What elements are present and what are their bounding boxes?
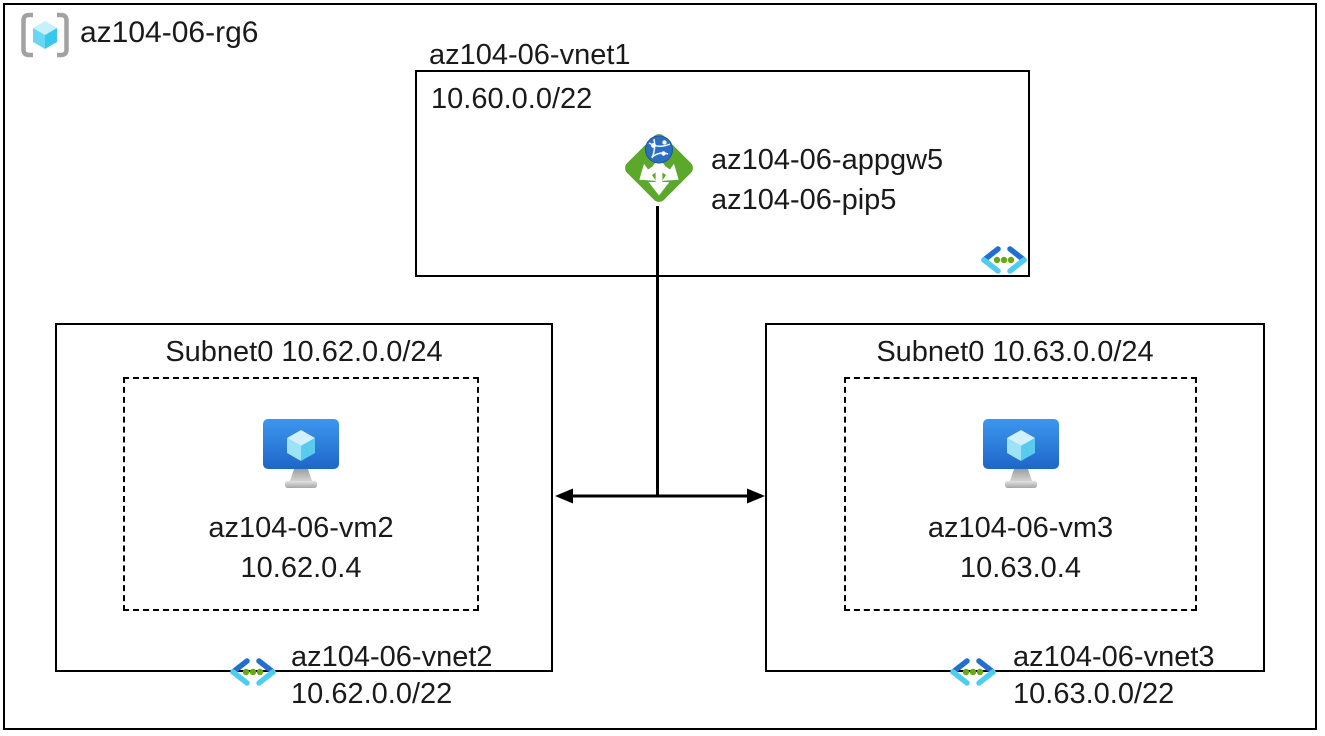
subnet-right-dashed-box: az104-06-vm3 10.63.0.4 xyxy=(844,377,1197,611)
subnet-left-dashed-box: az104-06-vm2 10.62.0.4 xyxy=(123,377,479,611)
application-gateway-icon xyxy=(619,128,699,208)
resource-group-icon xyxy=(20,12,70,58)
virtual-network-icon xyxy=(227,656,279,688)
connector-double-arrow xyxy=(555,488,765,504)
vnet2-cidr: 10.62.0.0/22 xyxy=(291,678,453,710)
appgw-label: az104-06-appgw5 xyxy=(711,144,944,176)
virtual-machine-icon xyxy=(982,419,1060,489)
subnet-left-header: Subnet0 10.62.0.0/24 xyxy=(165,336,443,368)
resource-group-label: az104-06-rg6 xyxy=(80,16,259,49)
virtual-network-icon xyxy=(978,244,1030,276)
subnet-right-header: Subnet0 10.63.0.0/24 xyxy=(876,336,1154,368)
virtual-machine-icon xyxy=(262,419,340,489)
appgw-label-group: az104-06-appgw5 az104-06-pip5 xyxy=(711,140,943,220)
vnet2-name: az104-06-vnet2 xyxy=(291,641,493,673)
vnet2-box: Subnet0 10.62.0.0/24 az104-06-vm2 10.62.… xyxy=(55,323,553,710)
connector-vertical-line xyxy=(656,206,659,497)
vnet1-box: 10.60.0.0/22 az104-06-appgw5 az104-06-pi… xyxy=(415,70,1030,277)
virtual-network-icon xyxy=(947,656,999,688)
vnet1-cidr: 10.60.0.0/22 xyxy=(431,83,593,115)
resource-group-box xyxy=(3,3,1317,730)
vm-name: az104-06-vm3 xyxy=(927,512,1114,544)
vm-name: az104-06-vm2 xyxy=(208,512,394,544)
vm-ip: 10.62.0.4 xyxy=(240,552,362,584)
vnet3-name: az104-06-vnet3 xyxy=(1013,641,1215,673)
vnet3-cidr: 10.63.0.0/22 xyxy=(1013,678,1175,710)
vm-ip: 10.63.0.4 xyxy=(960,552,1081,584)
vnet1-title: az104-06-vnet1 xyxy=(429,39,631,71)
pip-label: az104-06-pip5 xyxy=(711,184,897,216)
vnet3-box: Subnet0 10.63.0.0/24 az104-06-vm3 10.63.… xyxy=(765,323,1265,710)
